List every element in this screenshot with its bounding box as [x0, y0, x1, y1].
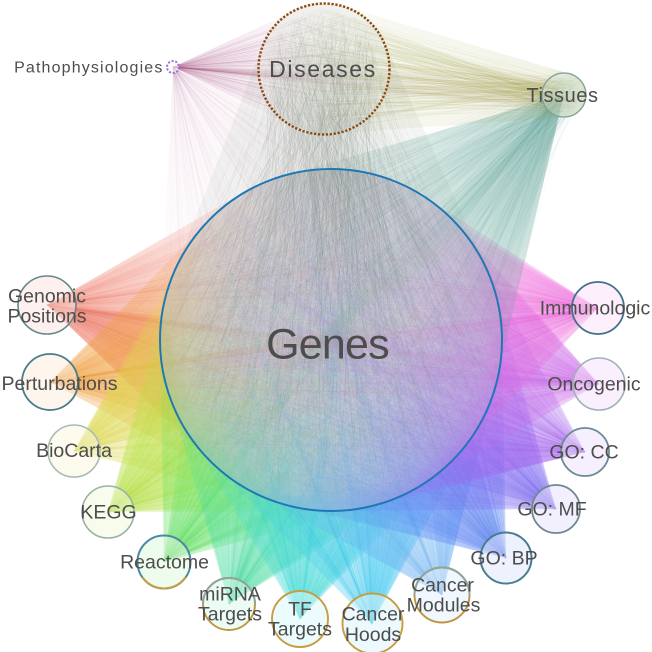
svg-text:GO: CC: GO: CC [549, 442, 618, 464]
svg-text:miRNA: miRNA [199, 584, 261, 606]
svg-text:Oncogenic: Oncogenic [547, 374, 640, 396]
svg-text:Cancer: Cancer [342, 604, 405, 626]
svg-text:Genomic: Genomic [8, 285, 86, 307]
svg-text:TF: TF [288, 599, 312, 621]
svg-text:Targets: Targets [198, 604, 262, 626]
svg-text:Immunologic: Immunologic [540, 298, 651, 320]
svg-text:Positions: Positions [7, 305, 86, 327]
svg-text:Hoods: Hoods [345, 624, 402, 646]
svg-text:Targets: Targets [268, 619, 332, 641]
svg-text:Pathophysiologies: Pathophysiologies [14, 60, 163, 77]
svg-text:Reactome: Reactome [120, 552, 209, 574]
svg-text:BioCarta: BioCarta [36, 440, 112, 462]
svg-text:Diseases: Diseases [269, 56, 377, 82]
svg-text:Tissues: Tissues [526, 85, 598, 107]
svg-text:Perturbations: Perturbations [2, 373, 118, 395]
svg-text:KEGG: KEGG [80, 502, 136, 524]
svg-text:Cancer: Cancer [411, 575, 474, 597]
svg-text:GO: BP: GO: BP [470, 548, 537, 570]
svg-text:GO: MF: GO: MF [517, 499, 586, 521]
svg-text:Modules: Modules [407, 595, 481, 617]
svg-text:Genes: Genes [266, 321, 389, 369]
